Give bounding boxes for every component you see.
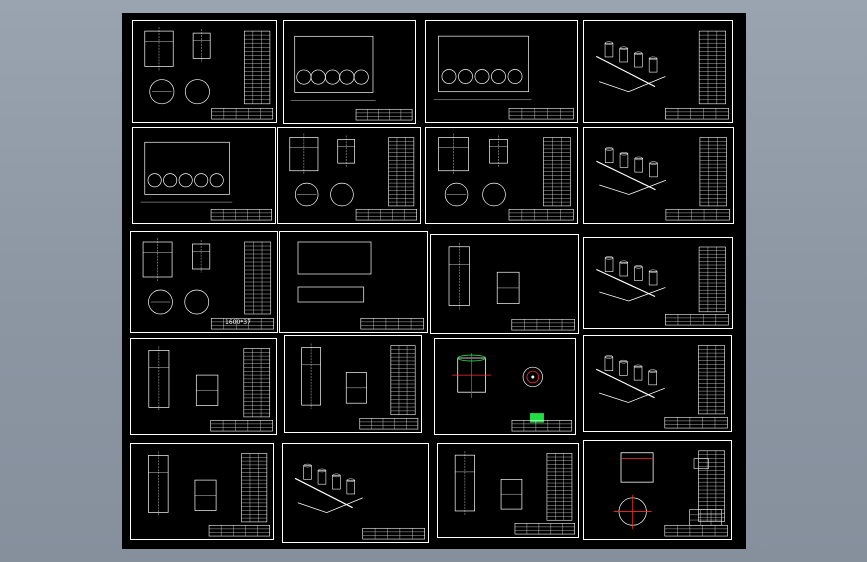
sheet-linework bbox=[301, 343, 419, 430]
sheet-linework bbox=[613, 450, 728, 537]
drawing-sheet-r5c3[interactable] bbox=[437, 443, 579, 538]
sheet-linework bbox=[448, 242, 575, 331]
sheet-linework bbox=[454, 451, 576, 535]
sheet-linework bbox=[596, 246, 729, 326]
drawing-sheet-r3c2[interactable] bbox=[279, 231, 428, 333]
sheet-linework bbox=[144, 27, 274, 120]
drawing-sheet-r5c4[interactable] bbox=[583, 440, 732, 540]
diameter-label: 1600*37 bbox=[225, 319, 251, 326]
sheet-linework bbox=[148, 451, 270, 537]
sheet-linework bbox=[140, 141, 272, 221]
drawing-sheet-r4c2[interactable] bbox=[284, 335, 422, 433]
sheet-linework bbox=[438, 133, 574, 221]
sheet-linework bbox=[289, 133, 417, 221]
drawing-sheet-r3c4[interactable] bbox=[583, 237, 733, 329]
drawing-sheet-r5c1[interactable] bbox=[130, 443, 274, 540]
drawing-sheet-r3c1[interactable]: 1600*37 bbox=[130, 231, 278, 333]
sheet-linework bbox=[596, 137, 730, 221]
drawing-sheet-r2c1[interactable] bbox=[132, 127, 276, 224]
sheet-linework bbox=[595, 30, 729, 120]
drawing-sheet-r4c3[interactable] bbox=[434, 338, 576, 435]
sheet-linework bbox=[294, 463, 425, 540]
drawing-sheet-r1c3[interactable] bbox=[425, 20, 578, 123]
drawing-sheet-r1c2[interactable] bbox=[283, 20, 416, 124]
drawing-sheet-r1c4[interactable] bbox=[583, 20, 733, 123]
sheet-linework bbox=[148, 346, 273, 432]
drawing-sheet-r4c4[interactable] bbox=[583, 335, 732, 432]
cad-model-space[interactable]: 1600*37 bbox=[122, 13, 746, 549]
drawing-sheet-r2c4[interactable] bbox=[583, 127, 734, 224]
sheet-linework bbox=[452, 353, 573, 432]
drawing-sheet-r5c2[interactable] bbox=[282, 443, 429, 543]
sheet-linework bbox=[297, 241, 424, 330]
drawing-sheet-r4c1[interactable] bbox=[130, 338, 277, 435]
sheet-linework bbox=[595, 345, 728, 429]
sheet-linework bbox=[142, 238, 274, 330]
drawing-sheet-r1c1[interactable] bbox=[132, 20, 277, 123]
drawing-sheet-r2c2[interactable] bbox=[277, 127, 421, 224]
sheet-linework bbox=[433, 35, 574, 120]
drawing-sheet-r2c3[interactable] bbox=[425, 127, 578, 224]
sheet-linework bbox=[290, 35, 413, 121]
drawing-sheet-r3c3[interactable] bbox=[430, 234, 579, 334]
